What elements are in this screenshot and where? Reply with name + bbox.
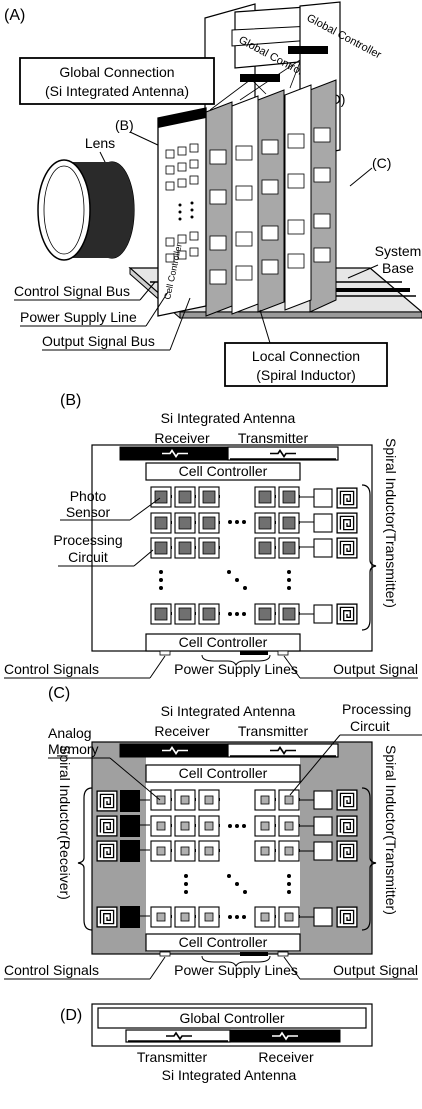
global-connection-line1: Global Connection — [59, 64, 174, 80]
panel-b-processing-line1: Processing — [53, 532, 122, 548]
panel-b-antenna: Si Integrated Antenna — [161, 410, 296, 426]
panel-b-power-supply-lines: Power Supply Lines — [174, 661, 298, 677]
panel-c-spiral-inductor-left: Spiral Inductor(Receiver) — [57, 745, 73, 900]
panel-c-receiver-inductors — [96, 790, 150, 928]
panel-b: (B) Si Integrated Antenna Receiver Trans… — [4, 392, 418, 679]
panel-b-cell-controller-top — [145, 462, 301, 481]
local-connection-line2: (Spiral Inductor) — [256, 367, 356, 383]
output-signal-bus-label: Output Signal Bus — [42, 333, 155, 349]
panel-b-cell-controller-bottom — [145, 633, 301, 652]
panel-c-processing-line1: Processing — [342, 701, 411, 717]
system-base-line1: System — [375, 243, 422, 259]
panel-b-cell-controller-top-label: Cell Controller — [179, 463, 268, 479]
panel-c: (C) Si Integrated Antenna Receiver Trans… — [4, 685, 422, 980]
panel-c-label: (C) — [48, 685, 70, 702]
panel-d-label: (D) — [60, 1007, 82, 1024]
panel-c-spiral-inductor-right: Spiral Inductor(Transmitter) — [383, 745, 399, 915]
panel-d-global-controller: Global Controller — [179, 1010, 284, 1026]
panel-c-power-supply-lines: Power Supply Lines — [174, 962, 298, 978]
panel-c-control-signals: Control Signals — [4, 962, 99, 978]
panel-b-receiver: Receiver — [154, 430, 210, 446]
power-supply-line-label: Power Supply Line — [20, 309, 137, 325]
panel-c-cell-controller-top-label: Cell Controller — [179, 765, 268, 781]
lens-label: Lens — [85, 135, 115, 151]
control-signal-bus-label: Control Signal Bus — [14, 283, 130, 299]
panel-c-cell-controller-top — [145, 764, 301, 783]
system-base-line2: Base — [382, 260, 414, 276]
panel-c-output-signal: Output Signal — [333, 962, 418, 978]
global-connection-callout — [19, 57, 215, 105]
panel-b-label: (B) — [60, 392, 81, 409]
analog-memory-line1: Analog — [48, 725, 92, 741]
panel-b-transmitter: Transmitter — [238, 430, 309, 446]
panel-d-antenna: Si Integrated Antenna — [162, 1067, 297, 1083]
panel-b-processing-line2: Circuit — [68, 549, 108, 565]
panel-d-receiver-antenna — [229, 1029, 341, 1043]
marker-c: (C) — [372, 155, 391, 171]
panel-d-global-controller-box — [97, 1007, 367, 1029]
panel-c-cell-controller-bottom — [145, 933, 301, 952]
panel-c-transmitter-antenna — [227, 743, 339, 758]
panel-a: (A) Global Controller Global Controller … — [4, 1, 422, 387]
panel-d: (D) Global Controller Transmitter Receiv… — [60, 1003, 373, 1083]
photo-sensor-line2: Sensor — [66, 504, 111, 520]
panel-c-processing-line2: Circuit — [350, 718, 390, 734]
panel-c-receiver: Receiver — [154, 723, 210, 739]
panel-c-transmitter: Transmitter — [238, 723, 309, 739]
panel-d-transmitter: Transmitter — [137, 1049, 208, 1065]
panel-b-output-signal: Output Signal — [333, 661, 418, 677]
panel-c-pixel-array — [150, 789, 300, 928]
panel-b-transmitter-inductors — [300, 487, 358, 625]
panel-d-receiver: Receiver — [258, 1049, 314, 1065]
local-connection-line1: Local Connection — [252, 348, 360, 364]
panel-c-transmitter-inductors — [300, 789, 358, 928]
photo-sensor-line1: Photo — [70, 488, 107, 504]
panel-b-pixel-array — [150, 486, 300, 625]
panel-b-spiral-inductor-label: Spiral Inductor(Transmitter) — [383, 438, 399, 608]
panel-a-label: (A) — [4, 7, 25, 24]
global-connection-line2: (Si Integrated Antenna) — [45, 83, 189, 99]
panel-b-control-signals: Control Signals — [4, 661, 99, 677]
marker-b: (B) — [115, 117, 134, 133]
panel-b-transmitter-antenna — [227, 446, 339, 461]
panel-b-cell-controller-bottom-label: Cell Controller — [179, 634, 268, 650]
panel-c-antenna: Si Integrated Antenna — [161, 703, 296, 719]
panel-c-cell-controller-bottom-label: Cell Controller — [179, 934, 268, 950]
analog-memory-line2: Memory — [48, 741, 99, 757]
local-connection-callout — [224, 342, 388, 387]
lens — [37, 159, 135, 261]
chip-stack: Cell Controller — [157, 59, 337, 317]
